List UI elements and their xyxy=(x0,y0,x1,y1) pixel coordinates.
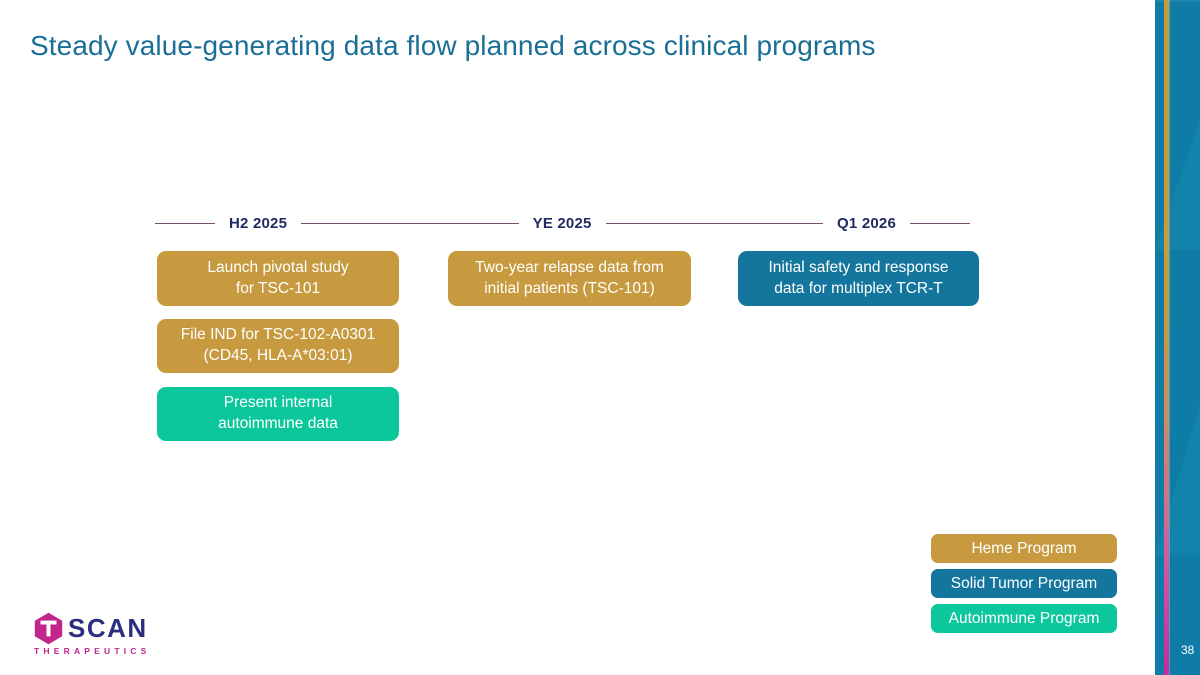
card-line-2: initial patients (TSC-101) xyxy=(484,279,655,297)
band-facet xyxy=(1155,120,1200,250)
timeline-milestone-ye-2025: YE 2025 xyxy=(532,214,592,232)
timeline-rule xyxy=(605,222,824,224)
card-line-1: File IND for TSC-102-A0301 xyxy=(180,326,376,344)
band-divider xyxy=(1155,0,1200,2)
band-edge-line xyxy=(1169,0,1170,675)
card-line-1: Present internal xyxy=(223,394,333,412)
card-line-2: data for multiplex TCR-T xyxy=(774,279,943,297)
timeline-milestone-h2-2025: H2 2025 xyxy=(229,214,288,232)
legend-item-heme-program[interactable]: Heme Program xyxy=(931,534,1117,563)
card-line-1: Launch pivotal study xyxy=(207,258,349,276)
page-title: Steady value-generating data flow planne… xyxy=(30,30,876,61)
legend-item-label: Heme Program xyxy=(971,539,1077,557)
card-line-2: for TSC-101 xyxy=(235,279,321,297)
timeline-rule xyxy=(910,222,970,224)
timeline-rule xyxy=(301,222,519,224)
milestone-card-present-internal-autoimmune-data[interactable]: Present internal autoimmune data xyxy=(157,387,399,441)
timeline-rule xyxy=(155,222,215,224)
legend-item-autoimmune-program[interactable]: Autoimmune Program xyxy=(931,604,1117,633)
page-number: 38 xyxy=(1181,643,1195,657)
milestone-card-two-year-relapse-data[interactable]: Two-year relapse data from initial patie… xyxy=(448,251,691,306)
legend-item-label: Solid Tumor Program xyxy=(950,574,1098,592)
band-facet xyxy=(1155,405,1200,555)
hexagon-t-mark-icon xyxy=(32,612,65,645)
timeline-header: H2 2025 YE 2025 Q1 2026 xyxy=(155,210,970,236)
legend-item-solid-tumor-program[interactable]: Solid Tumor Program xyxy=(931,569,1117,598)
card-line-2: (CD45, HLA-A*03:01) xyxy=(203,347,353,364)
logo-wordmark: SCAN xyxy=(68,613,148,643)
program-legend: Heme Program Solid Tumor Program Autoimm… xyxy=(931,534,1117,633)
timeline-milestone-q1-2026: Q1 2026 xyxy=(837,214,896,232)
legend-item-label: Autoimmune Program xyxy=(948,609,1100,627)
card-line-2: autoimmune data xyxy=(218,415,338,432)
gradient-accent-stripe xyxy=(1164,0,1169,675)
logo-tagline: THERAPEUTICS xyxy=(34,646,151,656)
decorative-right-band: 38 xyxy=(1155,0,1200,675)
milestone-card-launch-pivotal-study[interactable]: Launch pivotal study for TSC-101 xyxy=(157,251,399,306)
milestone-card-file-ind-tsc-102[interactable]: File IND for TSC-102-A0301 (CD45, HLA-A*… xyxy=(157,319,399,373)
card-line-1: Initial safety and response xyxy=(768,258,949,276)
milestone-card-initial-safety-and-response[interactable]: Initial safety and response data for mul… xyxy=(738,251,979,306)
tscan-therapeutics-logo: SCAN THERAPEUTICS xyxy=(32,612,182,660)
card-line-1: Two-year relapse data from xyxy=(475,258,664,276)
